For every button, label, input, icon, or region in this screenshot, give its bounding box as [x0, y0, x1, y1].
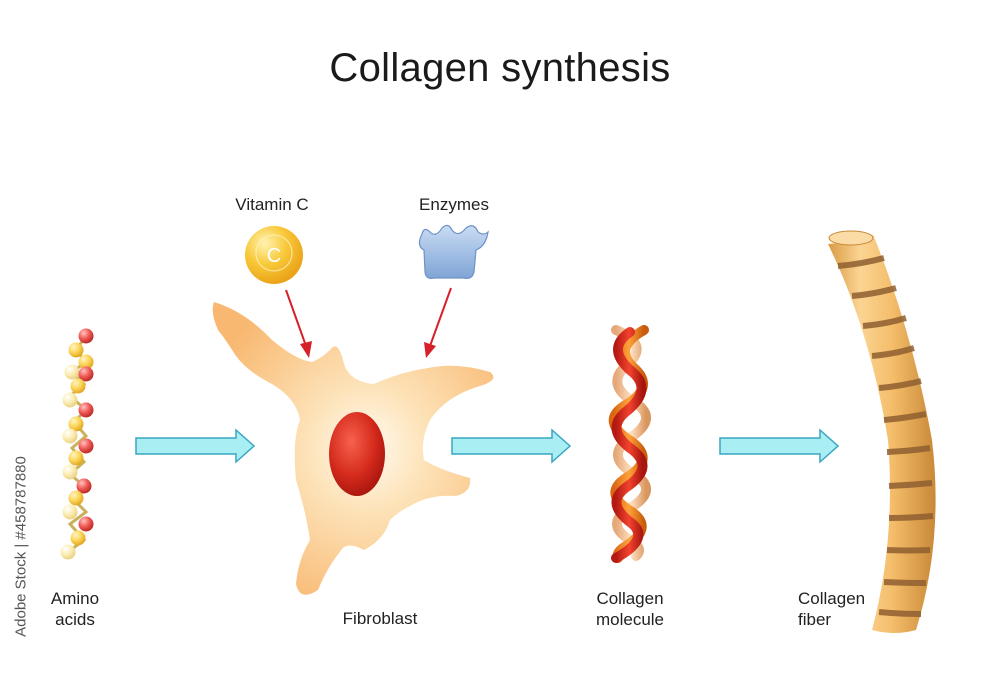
svg-text:C: C: [267, 245, 281, 267]
collagen-molecule-label-line1: Collagen: [596, 589, 664, 608]
arrow-amino-to-fibroblast: [135, 428, 256, 464]
collagen-fiber: [828, 230, 936, 633]
diagram-canvas: C: [60, 224, 936, 633]
collagen-fiber-label-line1: Collagen: [798, 589, 866, 608]
collagen-molecule-label: Collagen molecule: [580, 588, 680, 630]
arrow-fibroblast-to-molecule: [451, 428, 572, 464]
collagen-fiber-label: Collagen fiber: [798, 588, 878, 630]
red-arrow-enzyme: [424, 287, 452, 358]
nucleus: [329, 412, 385, 496]
red-arrow-vitamin: [285, 289, 312, 358]
collagen-molecule-helix: [608, 325, 651, 563]
amino-acids-label-line2: acids: [55, 610, 95, 629]
stock-watermark: Adobe Stock | #458787880: [12, 456, 30, 637]
fibroblast-cell: [212, 302, 494, 595]
amino-acids-label: Amino acids: [30, 588, 120, 630]
enzyme-icon: [418, 224, 489, 279]
amino-acid-chain: [60, 328, 94, 560]
enzymes-label: Enzymes: [419, 195, 489, 214]
arrow-molecule-to-fiber: [719, 428, 840, 464]
collagen-fiber-label-line2: fiber: [798, 610, 832, 629]
vitamin-c-label: Vitamin C: [235, 195, 309, 214]
amino-acids-label-line1: Amino: [50, 589, 100, 608]
vitamin-c-icon: C: [245, 226, 303, 284]
fibroblast-label: Fibroblast: [342, 609, 418, 628]
collagen-molecule-label-line2: molecule: [595, 610, 665, 629]
diagram-title: Collagen synthesis: [329, 46, 671, 90]
